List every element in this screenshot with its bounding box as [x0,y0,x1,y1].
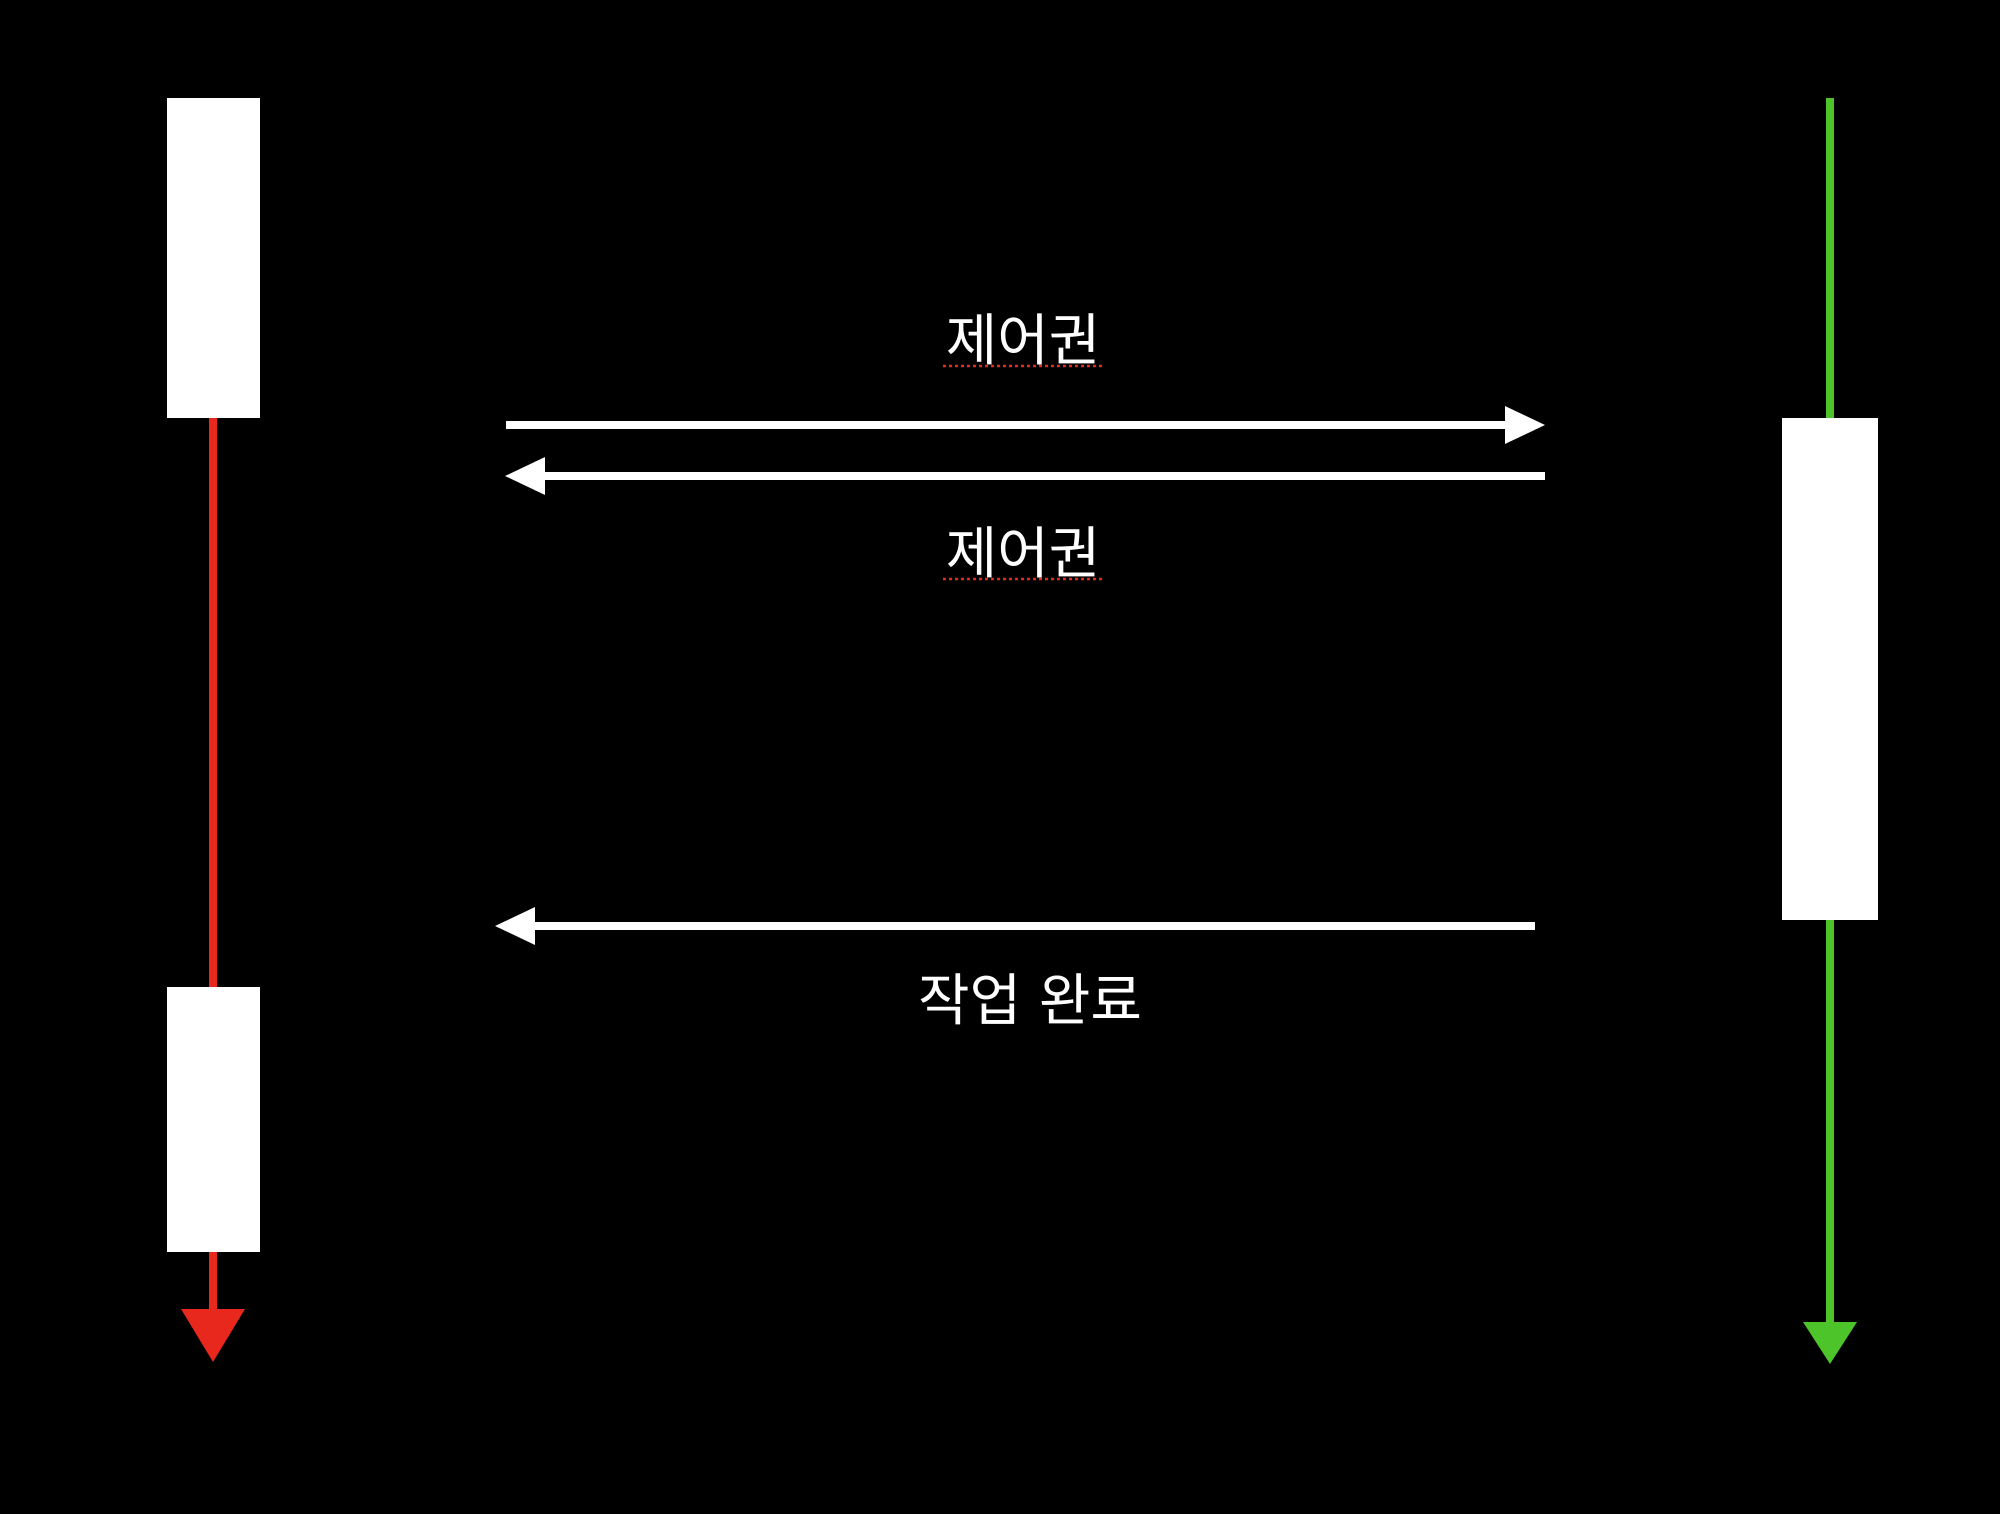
message-1: 제어권 [506,309,1545,444]
message-3-label: 작업 완료 [918,969,1142,1034]
left-activation-box-2 [167,987,260,1252]
right-lifeline-arrowhead-icon [1803,1322,1857,1364]
message-2-label: 제어권 [946,522,1101,587]
message-3-arrowhead-icon [495,907,535,945]
message-2: 제어권 [505,457,1545,587]
left-lifeline [167,98,260,1362]
left-lifeline-arrowhead-icon [181,1309,245,1362]
right-lifeline [1782,98,1878,1364]
message-1-arrowhead-icon [1505,406,1545,444]
message-1-label: 제어권 [946,309,1101,374]
message-2-arrowhead-icon [505,457,545,495]
left-activation-box-1 [167,98,260,418]
message-3: 작업 완료 [495,907,1535,1034]
right-activation-box [1782,418,1878,920]
